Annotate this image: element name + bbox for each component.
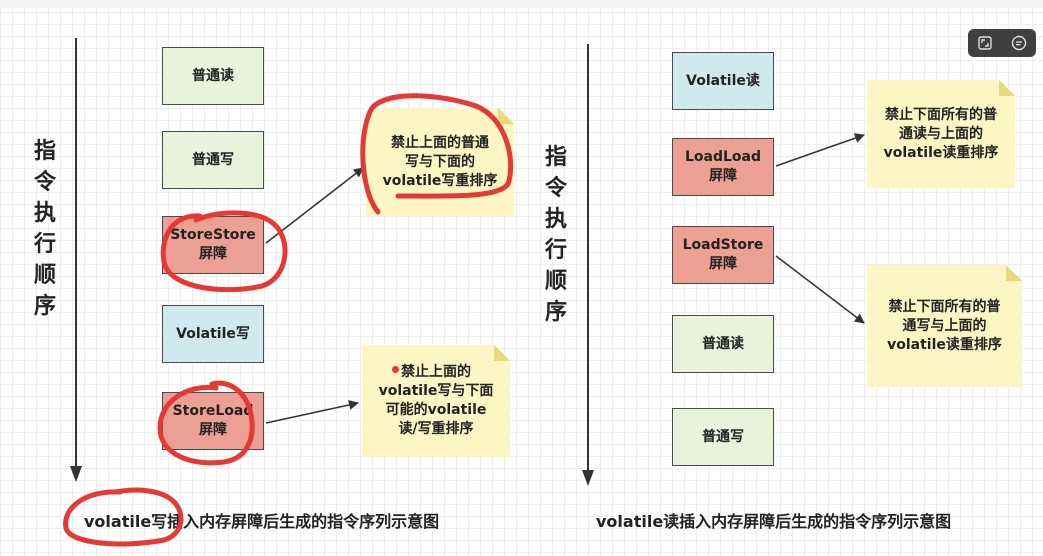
left-box-normal-write: 普通写 <box>162 131 264 189</box>
floating-toolbar <box>968 29 1036 57</box>
comment-icon <box>1011 35 1027 51</box>
arrow-loadload-to-note <box>775 133 865 167</box>
note-fold <box>999 80 1015 96</box>
box-label: 普通读 <box>192 67 234 84</box>
red-annotation-dot <box>392 366 399 373</box>
red-circle-caption <box>63 487 184 547</box>
right-box-loadstore-barrier: LoadStore 屏障 <box>672 226 774 284</box>
box-label: 普通写 <box>702 428 744 445</box>
box-label: StoreStore 屏障 <box>170 227 256 262</box>
arrow-loadstore-to-note <box>775 255 865 324</box>
left-order-label: 指 令 执 行 顺 序 <box>33 139 56 319</box>
left-caption: volatile写插入内存屏障后生成的指令序列示意图 <box>84 512 440 531</box>
left-box-volatile-write: Volatile写 <box>162 305 264 363</box>
right-box-volatile-read: Volatile读 <box>672 52 774 110</box>
box-label: LoadStore 屏障 <box>682 237 764 272</box>
box-label: Volatile写 <box>176 325 250 342</box>
right-note-loadstore: 禁止下面所有的普 通写与上面的 volatile读重排序 <box>867 265 1022 387</box>
box-label: StoreLoad 屏障 <box>172 403 254 438</box>
left-box-storestore-barrier: StoreStore 屏障 <box>162 216 264 274</box>
comment-button[interactable] <box>1007 31 1031 55</box>
right-order-arrowhead <box>582 470 594 486</box>
right-box-loadload-barrier: LoadLoad 屏障 <box>672 138 774 196</box>
note-fold <box>494 345 510 361</box>
right-box-normal-write: 普通写 <box>672 408 774 466</box>
left-order-arrowhead <box>70 466 82 482</box>
right-box-normal-read: 普通读 <box>672 315 774 373</box>
expand-icon <box>978 36 992 50</box>
box-label: 普通读 <box>702 335 744 352</box>
top-strip <box>0 0 1043 8</box>
note-fold <box>1006 265 1022 281</box>
left-note-storeload: 禁止上面的 volatile写与下面 可能的volatile 读/写重排序 <box>362 345 510 457</box>
box-label: 普通写 <box>192 151 234 168</box>
arrow-storeload-to-note <box>265 400 359 424</box>
box-label: LoadLoad 屏障 <box>684 149 761 184</box>
expand-button[interactable] <box>973 31 997 55</box>
red-circle-note <box>360 93 514 215</box>
red-circle-storestore <box>160 210 288 293</box>
right-caption: volatile读插入内存屏障后生成的指令序列示意图 <box>596 512 952 531</box>
left-box-normal-read: 普通读 <box>162 47 264 105</box>
red-circle-storeload <box>157 380 255 466</box>
right-note-loadload: 禁止下面所有的普 通读与上面的 volatile读重排序 <box>867 80 1015 188</box>
right-order-label: 指 令 执 行 顺 序 <box>544 145 567 325</box>
box-label: Volatile读 <box>686 72 760 89</box>
note-fold <box>498 108 514 124</box>
